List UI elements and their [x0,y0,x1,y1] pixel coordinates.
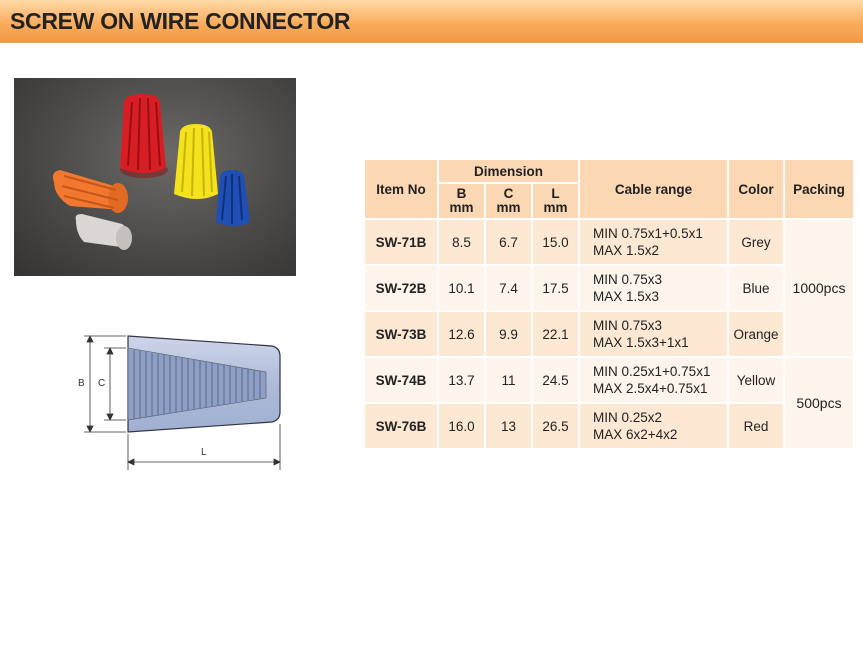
grey-connector [75,214,132,250]
color: Red [729,404,783,448]
color: Blue [729,266,783,310]
header-cable-range: Cable range [580,160,727,218]
dim-b: 16.0 [439,404,484,448]
dimension-c-line [104,347,126,421]
red-connector [120,94,168,178]
item-no: SW-76B [365,404,437,448]
dim-b: 8.5 [439,220,484,264]
dim-b: 13.7 [439,358,484,402]
packing-500: 500pcs [785,358,853,448]
connectors-illustration [52,94,250,250]
dim-l: 24.5 [533,358,578,402]
dim-c: 9.9 [486,312,531,356]
header-item-no: Item No [365,160,437,218]
header-color: Color [729,160,783,218]
dim-c: 6.7 [486,220,531,264]
spec-table: Item No Dimension Cable range Color Pack… [363,158,855,450]
item-no: SW-74B [365,358,437,402]
item-no: SW-73B [365,312,437,356]
title-bar: SCREW ON WIRE CONNECTOR [0,0,863,43]
dim-l: 15.0 [533,220,578,264]
dim-c: 7.4 [486,266,531,310]
orange-connector [52,170,128,213]
dim-b: 12.6 [439,312,484,356]
dim-l: 17.5 [533,266,578,310]
packing-1000: 1000pcs [785,220,853,356]
page-title: SCREW ON WIRE CONNECTOR [10,8,351,34]
dim-l: 26.5 [533,404,578,448]
dimension-l-line [127,424,281,470]
dimension-b-line [84,335,126,433]
blue-connector [216,170,250,226]
dim-b: 10.1 [439,266,484,310]
header-packing: Packing [785,160,853,218]
connector-drawing: B C L [78,335,281,470]
label-c: C [98,378,105,389]
header-dimension: Dimension [439,160,578,182]
dim-c: 13 [486,404,531,448]
color: Yellow [729,358,783,402]
color: Grey [729,220,783,264]
item-no: SW-72B [365,266,437,310]
color: Orange [729,312,783,356]
label-l: L [201,447,207,458]
item-no: SW-71B [365,220,437,264]
dim-l: 22.1 [533,312,578,356]
yellow-connector [174,124,218,199]
label-b: B [78,378,85,389]
dim-c: 11 [486,358,531,402]
product-photo [14,78,296,276]
dimension-diagram: B C L [60,320,300,480]
